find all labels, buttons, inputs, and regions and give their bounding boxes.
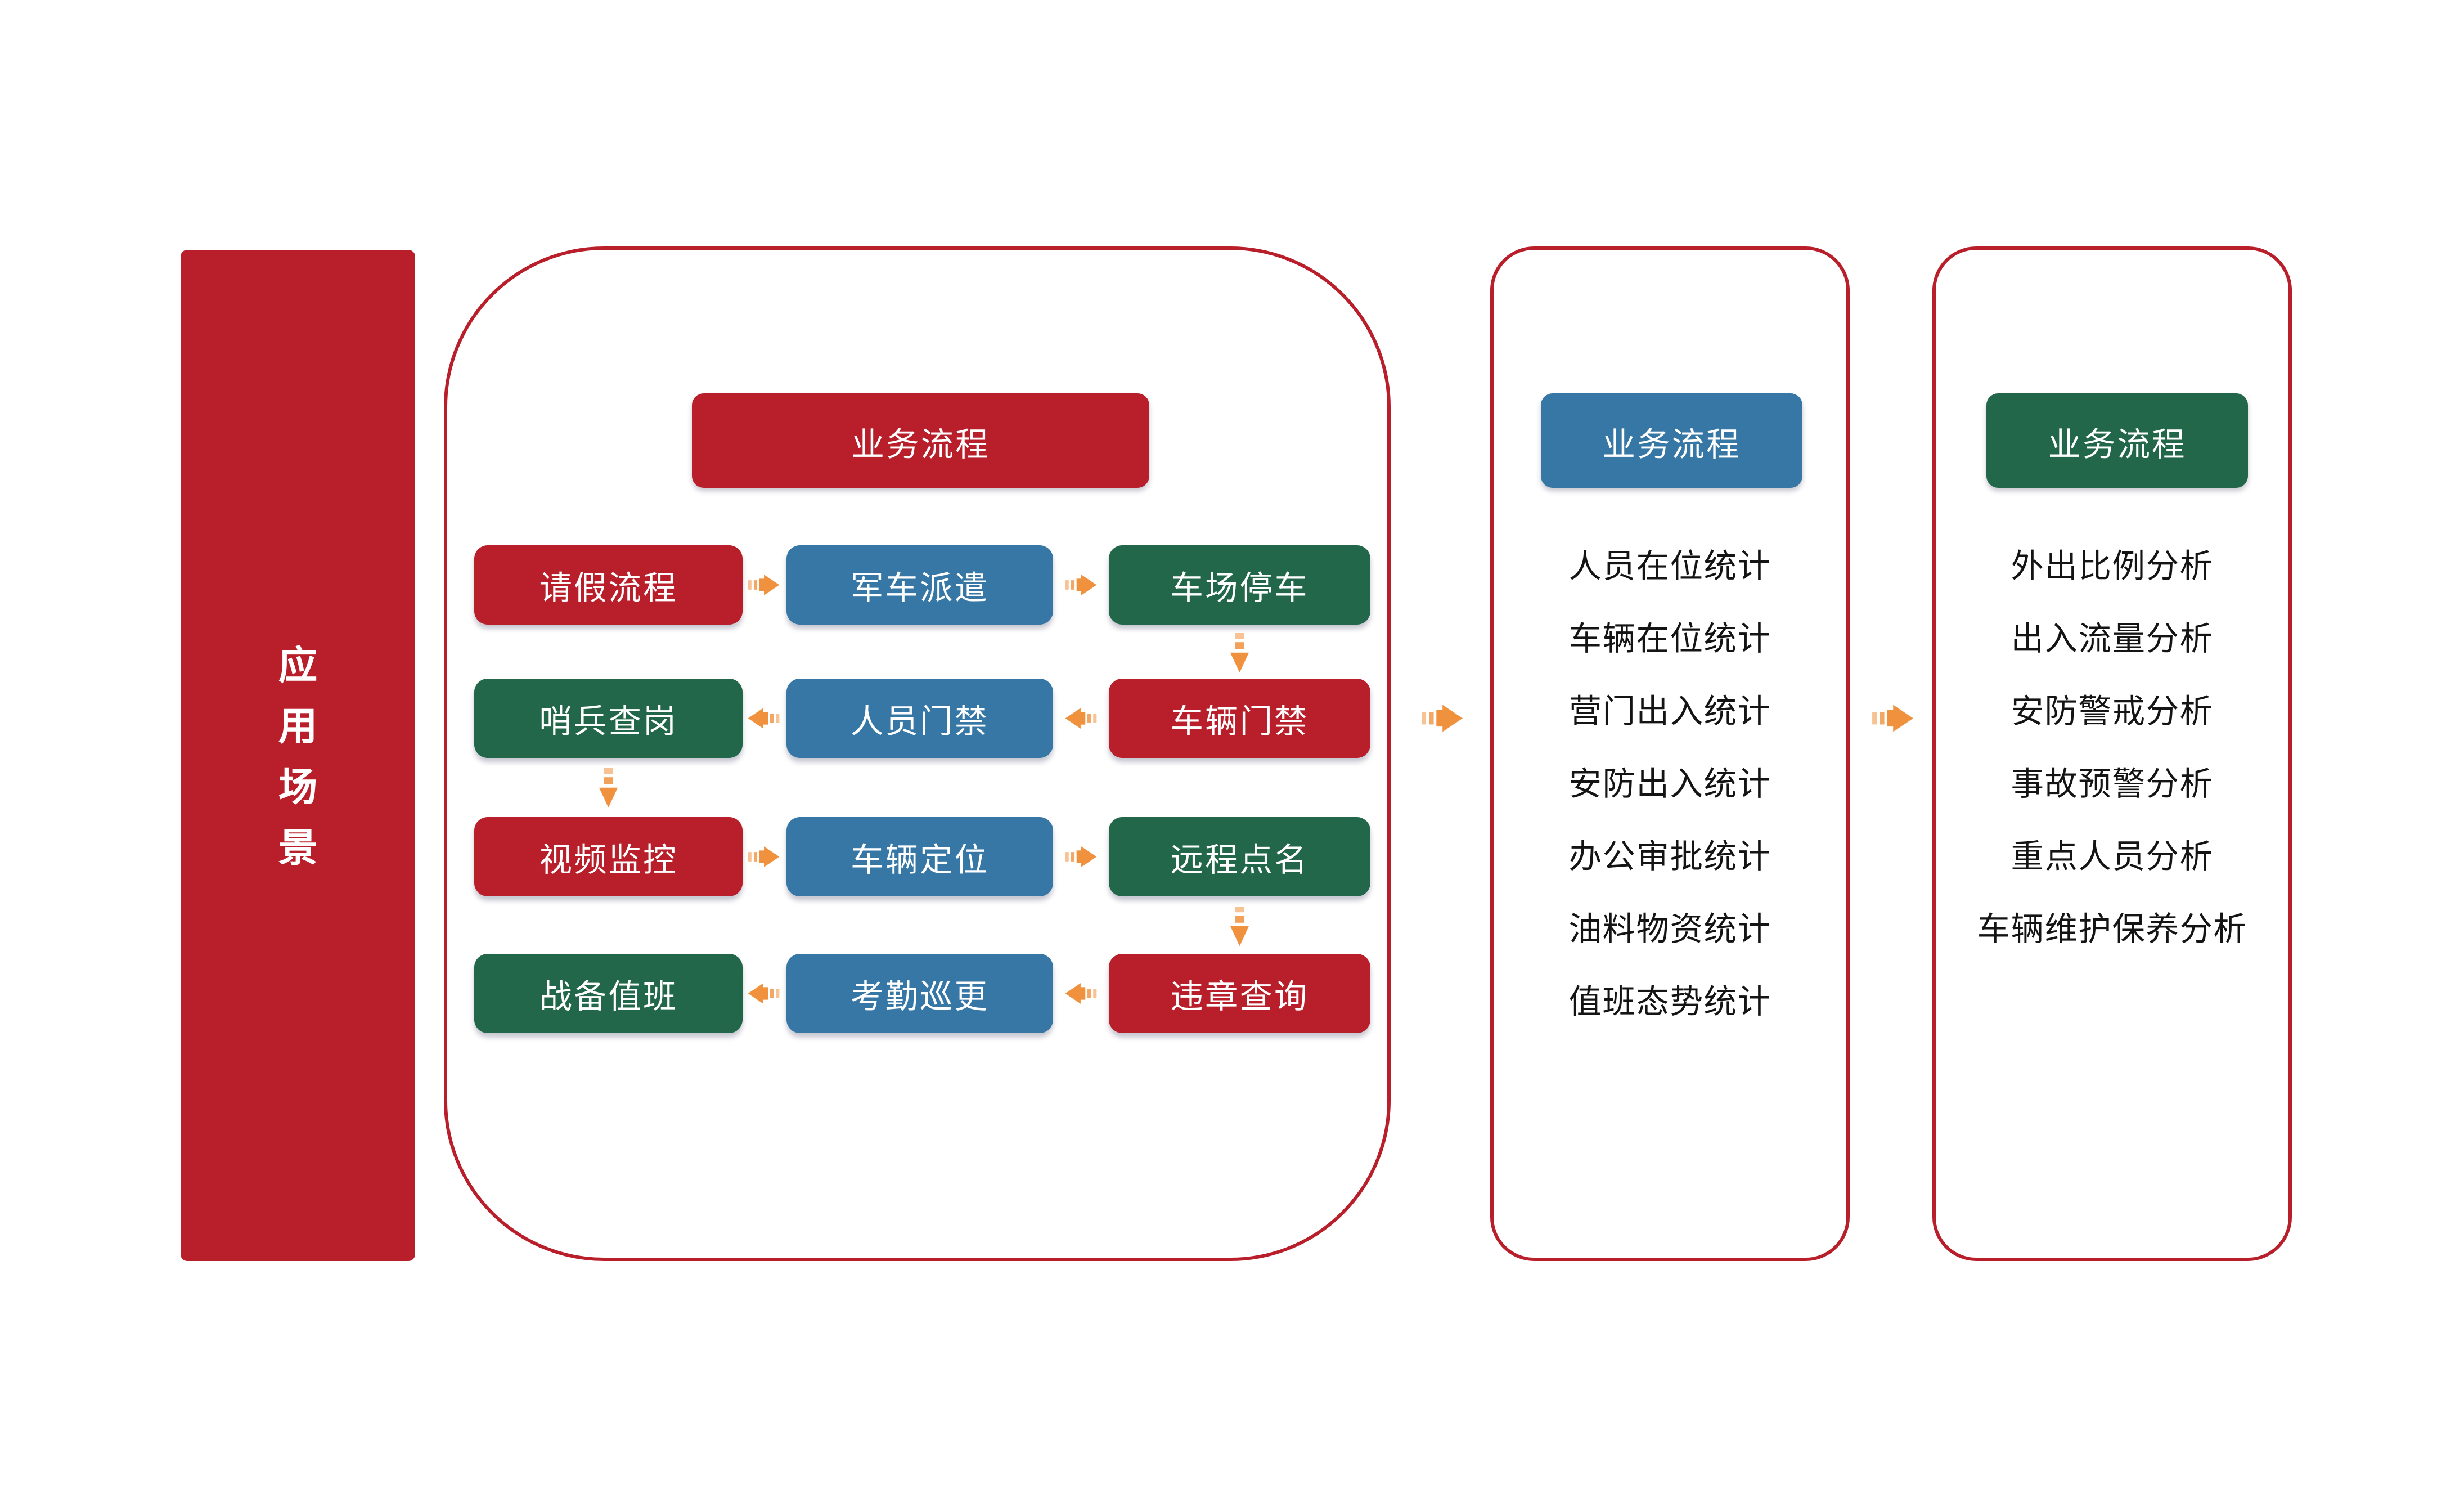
application-scenarios-bar: 应 用 场 景 — [181, 250, 415, 1261]
flow-arrow-right-icon — [748, 574, 780, 596]
stats-list-item: 办公审批统计 — [1568, 839, 1771, 876]
box-video-surveillance: 视频监控 — [474, 817, 743, 896]
flow-arrow-right-icon — [748, 846, 780, 868]
flow-arrow-left-icon — [748, 707, 780, 729]
stats-list-item: 油料物资统计 — [1568, 912, 1771, 949]
flow-arrow-down-icon — [599, 768, 618, 809]
analysis-list-item: 安防警戒分析 — [2011, 694, 2214, 731]
business-process-panel: 业务流程 请假流程 军车派遣 车场停车 哨兵查岗 人员门禁 车辆门禁 视频监控 … — [444, 246, 1391, 1261]
analysis-list-item: 车辆维护保养分析 — [1977, 912, 2247, 949]
flow-arrow-right-icon — [1065, 846, 1097, 868]
box-personnel-access: 人员门禁 — [786, 679, 1053, 758]
box-combat-duty: 战备值班 — [474, 954, 743, 1033]
flow-arrow-left-icon — [748, 982, 780, 1004]
analysis-list: 外出比例分析 出入流量分析 安防警戒分析 事故预警分析 重点人员分析 车辆维护保… — [1936, 527, 2288, 962]
flow-arrow-down-icon — [1230, 633, 1249, 674]
analysis-header: 业务流程 — [1986, 393, 2248, 488]
business-process-header: 业务流程 — [692, 393, 1149, 488]
flow-arrow-right-icon — [1065, 574, 1097, 596]
box-vehicle-access: 车辆门禁 — [1109, 679, 1370, 758]
box-sentry-check: 哨兵查岗 — [474, 679, 743, 758]
flow-arrow-left-icon — [1065, 982, 1097, 1004]
flow-arrow-left-icon — [1065, 707, 1097, 729]
box-remote-rollcall: 远程点名 — [1109, 817, 1370, 896]
box-attendance-patrol: 考勤巡更 — [786, 954, 1053, 1033]
box-depot-parking: 车场停车 — [1109, 545, 1370, 625]
box-military-vehicle-dispatch: 军车派遣 — [786, 545, 1053, 625]
statistics-panel: 业务流程 人员在位统计 车辆在位统计 营门出入统计 安防出入统计 办公审批统计 … — [1490, 246, 1850, 1261]
analysis-list-item: 事故预警分析 — [2011, 766, 2214, 804]
stats-list-item: 车辆在位统计 — [1568, 621, 1771, 658]
statistics-list: 人员在位统计 车辆在位统计 营门出入统计 安防出入统计 办公审批统计 油料物资统… — [1494, 527, 1846, 1035]
flow-arrow-down-icon — [1230, 907, 1249, 947]
stats-list-item: 值班态势统计 — [1568, 984, 1771, 1021]
sidebar-char: 景 — [278, 824, 317, 869]
sidebar-char: 用 — [278, 703, 317, 747]
box-vehicle-positioning: 车辆定位 — [786, 817, 1053, 896]
analysis-panel: 业务流程 外出比例分析 出入流量分析 安防警戒分析 事故预警分析 重点人员分析 … — [1932, 246, 2292, 1261]
sidebar-char: 场 — [278, 764, 317, 808]
sidebar-char: 应 — [278, 642, 317, 687]
stats-list-item: 安防出入统计 — [1568, 766, 1771, 804]
box-leave-process: 请假流程 — [474, 545, 743, 625]
panel-link-arrow-icon — [1872, 704, 1914, 733]
stats-list-item: 人员在位统计 — [1568, 549, 1771, 586]
analysis-list-item: 出入流量分析 — [2011, 621, 2214, 658]
box-violation-query: 违章查询 — [1109, 954, 1370, 1033]
stats-list-item: 营门出入统计 — [1568, 694, 1771, 731]
statistics-header: 业务流程 — [1541, 393, 1802, 488]
panel-link-arrow-icon — [1421, 704, 1463, 733]
analysis-list-item: 外出比例分析 — [2011, 549, 2214, 586]
analysis-list-item: 重点人员分析 — [2011, 839, 2214, 876]
